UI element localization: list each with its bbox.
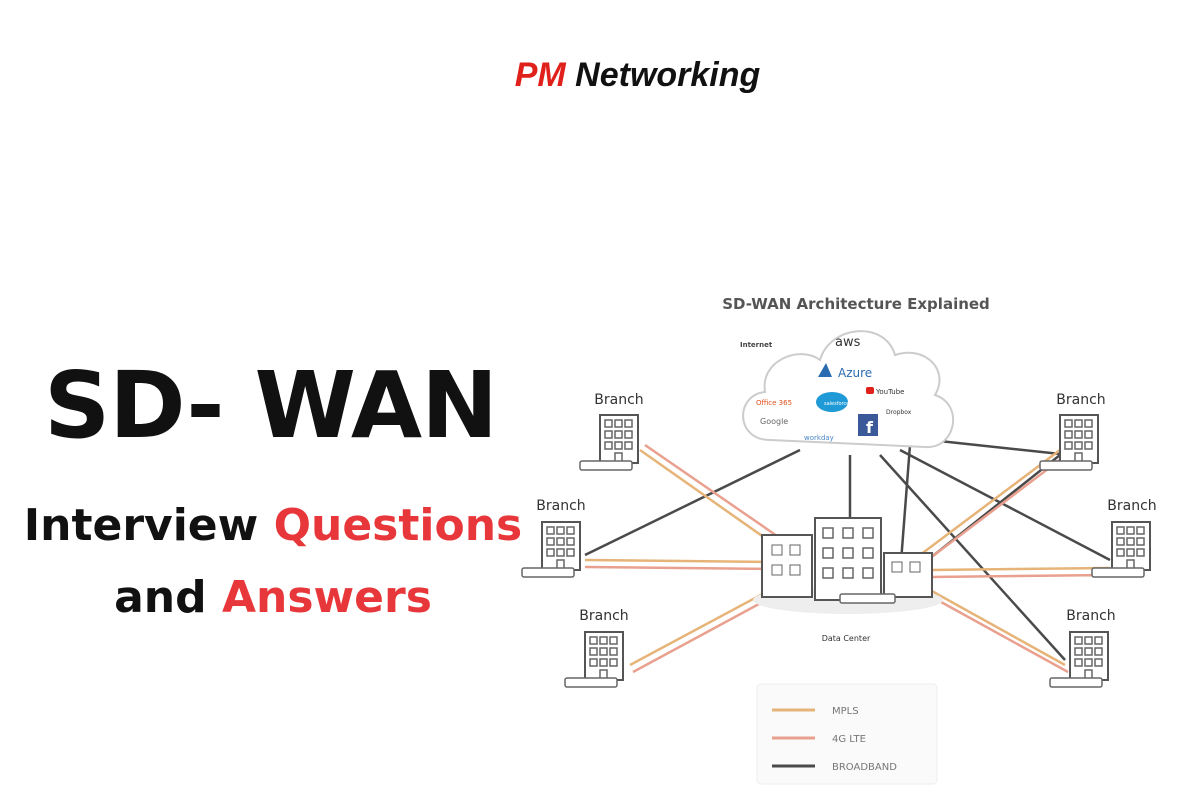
legend-broadband: BROADBAND (832, 762, 897, 773)
svg-text:Branch: Branch (594, 392, 643, 408)
aws-logo: aws (835, 335, 861, 350)
broadband-links (584, 438, 1111, 661)
branch-bottom-right: Branch (1049, 608, 1116, 688)
brand-logo: PM Networking (514, 56, 761, 94)
facebook-icon (858, 414, 878, 436)
google-logo: Google (760, 417, 788, 426)
office365-logo: Office 365 (756, 399, 792, 407)
azure-icon (818, 363, 832, 377)
dropbox-logo: Dropbox (886, 409, 912, 416)
branch-top-left: Branch (579, 392, 644, 471)
svg-text:Branch: Branch (1066, 608, 1115, 624)
legend-lte: 4G LTE (832, 734, 866, 745)
youtube-icon (866, 387, 874, 394)
legend: MPLS 4G LTE BROADBAND (756, 683, 938, 785)
hero-title: SD- WAN (44, 352, 498, 459)
azure-logo: Azure (838, 366, 872, 380)
lte-links (584, 443, 1111, 674)
data-center-label: Data Center (822, 634, 871, 643)
svg-text:Branch: Branch (579, 608, 628, 624)
branch-mid-right: Branch (1091, 498, 1157, 578)
cloud-label: Internet (740, 341, 773, 349)
branch-bottom-left: Branch (564, 608, 629, 688)
links (584, 438, 1111, 674)
hero-subtitle-line1: Interview Questions (23, 500, 523, 551)
salesforce-logo: salesforce (824, 401, 849, 407)
svg-text:Branch: Branch (536, 498, 585, 514)
branch-mid-left: Branch (521, 498, 586, 578)
mpls-links (584, 448, 1111, 667)
diagram-title: SD-WAN Architecture Explained (722, 295, 990, 313)
hero-subtitle-line2: and Answers (114, 572, 432, 623)
legend-mpls: MPLS (832, 706, 859, 717)
branch-top-right: Branch (1039, 392, 1106, 471)
svg-text:Branch: Branch (1107, 498, 1156, 514)
facebook-logo: f (866, 418, 874, 437)
data-center: Data Center (753, 517, 943, 643)
internet-cloud: Internet aws Azure Office 365 salesforce… (740, 330, 954, 449)
svg-text:Branch: Branch (1056, 392, 1105, 408)
workday-logo: workday (804, 434, 834, 442)
youtube-logo: YouTube (875, 388, 904, 396)
salesforce-icon (816, 392, 848, 412)
